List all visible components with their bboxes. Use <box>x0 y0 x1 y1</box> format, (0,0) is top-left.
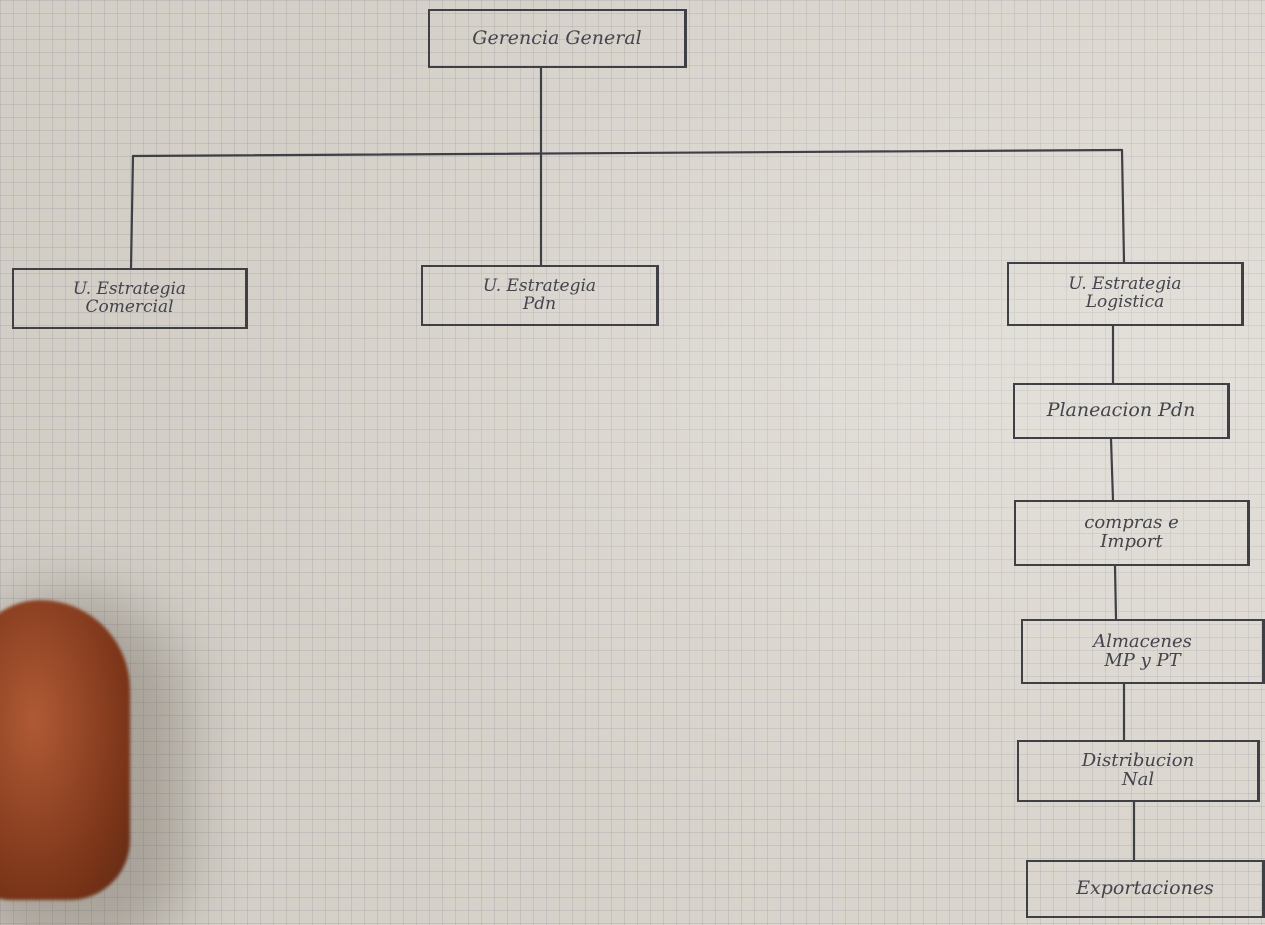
node-estrategia-comercial: U. Estrategia Comercial <box>12 268 248 329</box>
node-planeacion-pdn: Planeacion Pdn <box>1013 383 1230 439</box>
node-estrategia-logistica: U. Estrategia Logistica <box>1007 262 1244 326</box>
connector-compras-almacenes <box>1115 566 1116 619</box>
node-compras-import: compras e Import <box>1014 500 1250 566</box>
node-almacenes: Almacenes MP y PT <box>1021 619 1265 684</box>
node-gerencia-general: Gerencia General <box>428 9 687 68</box>
connector-horizontal-bar <box>133 150 1122 156</box>
node-distribucion: Distribucion Nal <box>1017 740 1260 802</box>
connector-to-logistica <box>1122 150 1124 262</box>
hand-in-frame <box>0 600 130 900</box>
node-estrategia-pdn: U. Estrategia Pdn <box>421 265 659 326</box>
connector-planeacion-compras <box>1111 439 1113 500</box>
connector-to-comercial <box>131 156 133 268</box>
node-exportaciones: Exportaciones <box>1026 860 1265 918</box>
